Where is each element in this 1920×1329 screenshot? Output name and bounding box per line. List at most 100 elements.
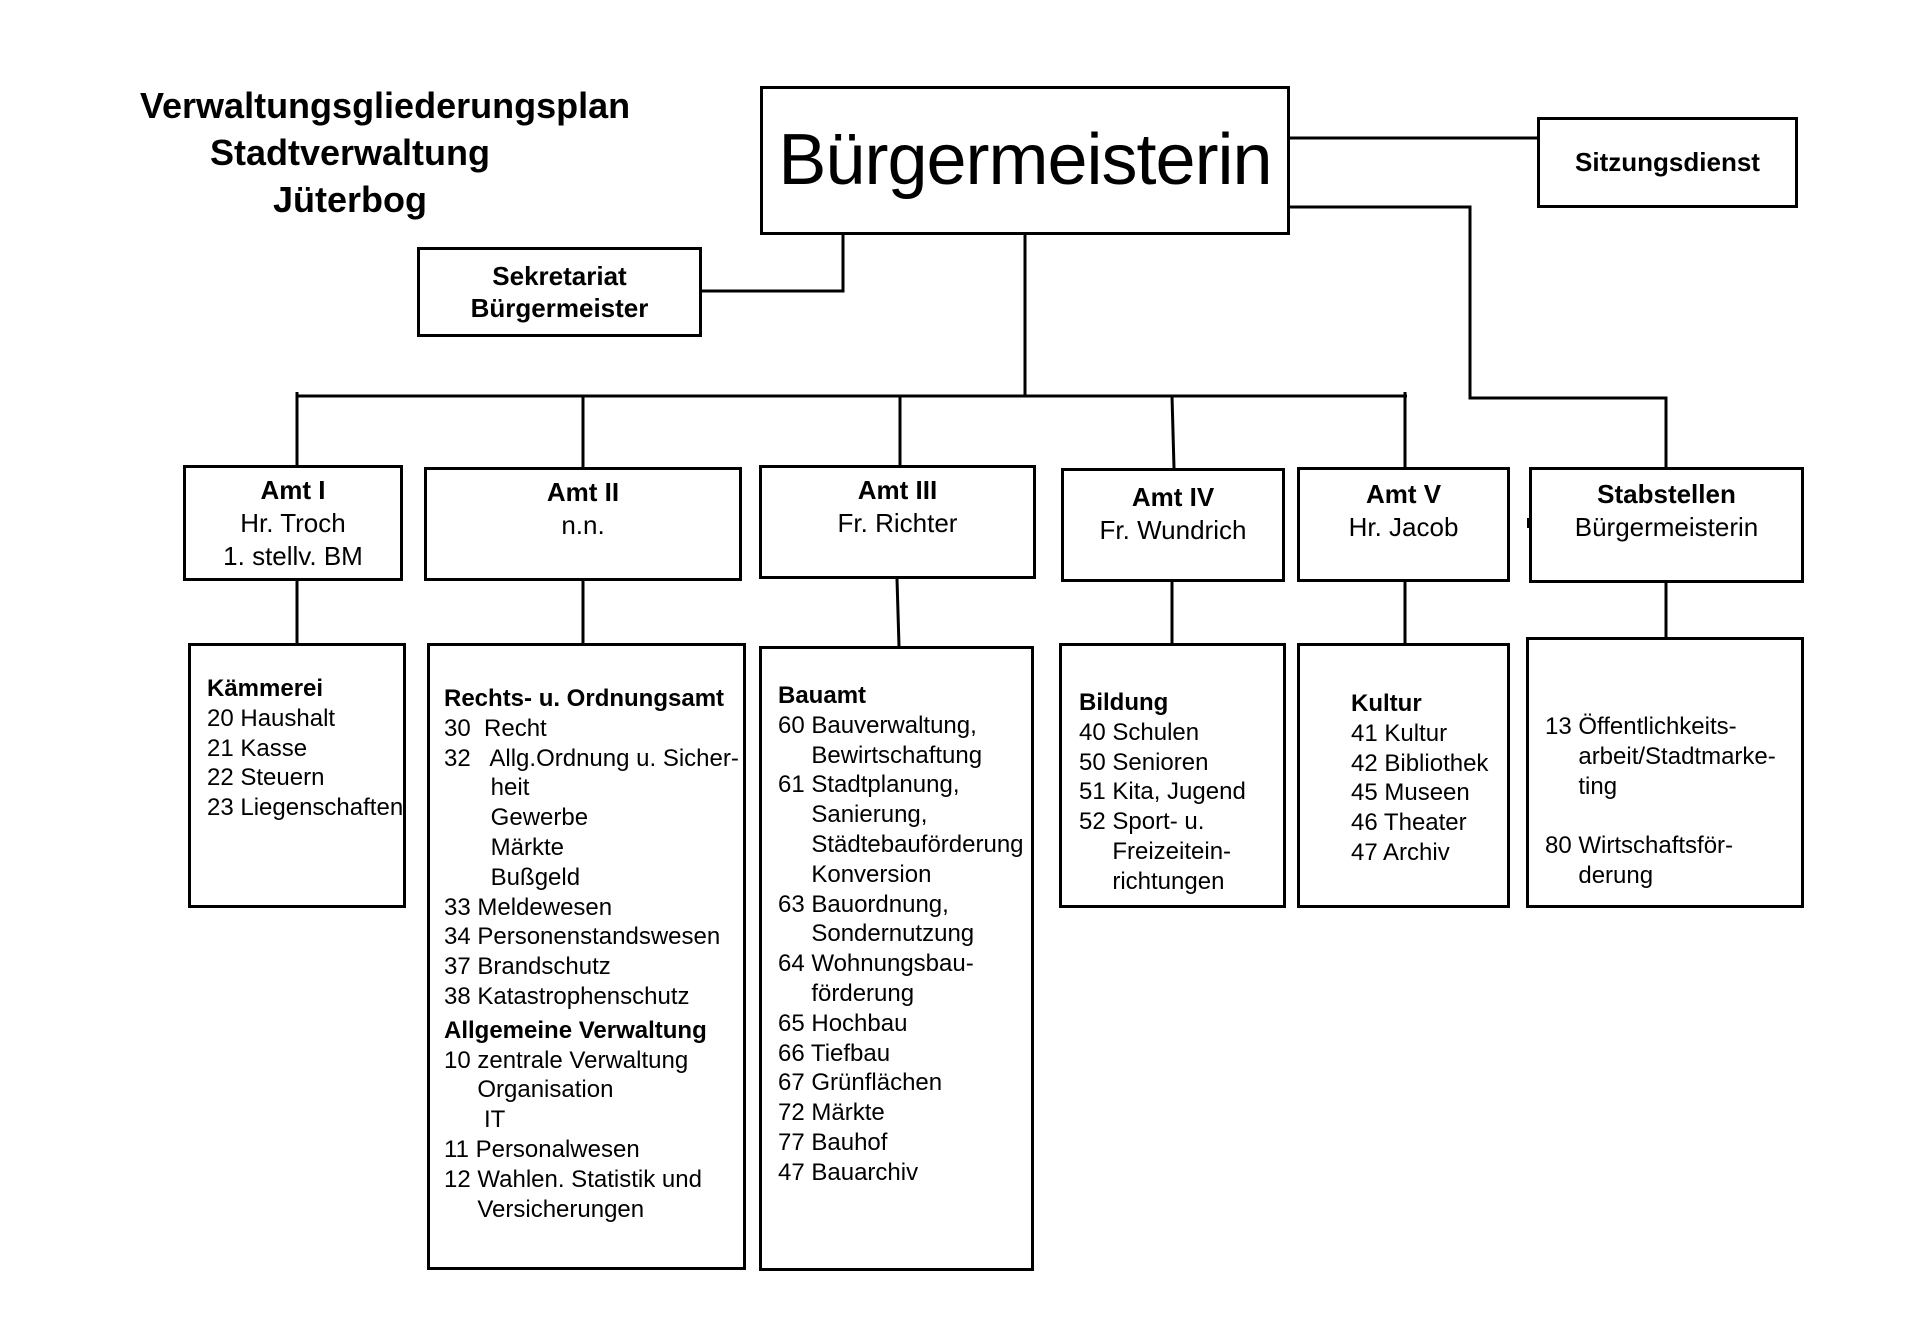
unit-item: 22 Steuern bbox=[207, 764, 325, 792]
unit-item: richtungen bbox=[1079, 867, 1225, 895]
unit-item: 67 Grünflächen bbox=[778, 1069, 943, 1097]
unit-item: Versicherungen bbox=[444, 1195, 645, 1223]
department-subtitle: Hr. Jacob bbox=[1348, 512, 1459, 542]
connector-mayor-staff bbox=[1289, 205, 1668, 467]
unit-item bbox=[1545, 801, 1776, 831]
department-subtitle: Fr. Richter bbox=[837, 508, 958, 538]
unit-item: 65 Hochbau bbox=[778, 1009, 908, 1037]
unit-item: arbeit/Stadtmarke- bbox=[1545, 742, 1776, 770]
unit-item: 51 Kita, Jugend bbox=[1079, 778, 1246, 806]
unit-item: 64 Wohnungsbau- bbox=[778, 950, 974, 978]
unit-item: ting bbox=[1545, 772, 1618, 800]
unit-heading: Bauamt bbox=[778, 682, 867, 709]
unit-item: Konversion bbox=[778, 860, 932, 888]
department-title: Amt IV bbox=[1131, 482, 1215, 512]
connector-drop-amt4 bbox=[1170, 395, 1176, 469]
unit-heading: Kämmerei bbox=[207, 675, 324, 702]
title-line-3: Jüterbog bbox=[272, 179, 427, 220]
unit-item: heit bbox=[444, 774, 530, 802]
unit-item: 11 Personalwesen bbox=[444, 1135, 640, 1163]
unit-item: Sanierung, bbox=[778, 801, 928, 829]
unit-item: 32 Allg.Ordnung u. Sicher- bbox=[444, 744, 739, 772]
unit-item: 66 Tiefbau bbox=[778, 1039, 891, 1067]
unit-item: 72 Märkte bbox=[778, 1099, 885, 1127]
unit-heading: Allgemeine Verwaltung bbox=[444, 1016, 707, 1044]
department-subtitle: Fr. Wundrich bbox=[1099, 515, 1247, 545]
unit-item: 21 Kasse bbox=[207, 734, 308, 762]
unit-heading: Rechts- u. Ordnungsamt bbox=[444, 685, 725, 712]
unit-item: 13 Öffentlichkeits- bbox=[1545, 713, 1737, 740]
unit-item: 80 Wirtschaftsför- bbox=[1545, 832, 1734, 860]
session-service-box: Sitzungsdienst bbox=[1537, 117, 1798, 208]
unit-item: derung bbox=[1545, 861, 1654, 889]
unit-item: Bewirtschaftung bbox=[778, 741, 983, 769]
unit-item: 45 Museen bbox=[1351, 779, 1470, 807]
unit-item: 52 Sport- u. bbox=[1079, 808, 1205, 836]
unit-item: 40 Schulen bbox=[1079, 718, 1200, 746]
unit-item: Organisation bbox=[444, 1076, 614, 1104]
unit-item: 38 Katastrophenschutz bbox=[444, 982, 690, 1010]
department-subtitle: n.n. bbox=[561, 510, 605, 540]
mayor-box: Bürgermeisterin bbox=[760, 86, 1290, 235]
chart-title: Verwaltungsgliederungsplan Stadtverwaltu… bbox=[140, 82, 630, 223]
unit-item: 60 Bauverwaltung, bbox=[778, 711, 977, 739]
unit-item: 63 Bauordnung, bbox=[778, 890, 949, 918]
unit-item: Sondernutzung bbox=[778, 920, 975, 948]
unit-item: IT bbox=[444, 1106, 506, 1134]
title-line-2: Stadtverwaltung bbox=[209, 132, 491, 173]
unit-item: 30 Recht bbox=[444, 714, 547, 742]
mayor-label: Bürgermeisterin bbox=[778, 120, 1272, 200]
unit-item: 41 Kultur bbox=[1351, 719, 1448, 747]
unit-item: 77 Bauhof bbox=[778, 1128, 888, 1156]
unit-item: 46 Theater bbox=[1351, 809, 1467, 837]
department-title: Amt V bbox=[1365, 479, 1442, 509]
connector-mayor-secretariat bbox=[700, 234, 845, 293]
secretariat-line-2: Bürgermeister bbox=[470, 293, 649, 323]
unit-item: Bußgeld bbox=[444, 863, 581, 891]
session-service-label: Sitzungsdienst bbox=[1575, 147, 1760, 177]
secretariat-box: Sekretariat Bürgermeister bbox=[417, 247, 702, 337]
department-subtitle: 1. stellv. BM bbox=[223, 541, 363, 571]
unit-heading: Bildung bbox=[1079, 689, 1169, 716]
connector-amt3-unit bbox=[895, 578, 901, 647]
unit-item: Märkte bbox=[444, 833, 565, 861]
unit-item: 47 Bauarchiv bbox=[778, 1158, 919, 1186]
department-title: Amt I bbox=[260, 475, 326, 505]
department-title: Amt III bbox=[857, 475, 938, 505]
unit-item: 47 Archiv bbox=[1351, 838, 1450, 866]
unit-item: 23 Liegenschaften bbox=[207, 794, 404, 822]
department-title: Stabstellen bbox=[1597, 479, 1736, 509]
unit-item: 50 Senioren bbox=[1079, 748, 1209, 776]
unit-item: 20 Haushalt bbox=[207, 704, 336, 732]
unit-box-stabstellen: 13 Öffentlichkeits- arbeit/Stadtmarke- t… bbox=[1526, 637, 1804, 908]
unit-item: 42 Bibliothek bbox=[1351, 749, 1489, 777]
unit-heading: Kultur bbox=[1351, 690, 1422, 717]
unit-item: Freizeitein- bbox=[1079, 837, 1232, 865]
unit-item: 12 Wahlen. Statistik und bbox=[444, 1165, 702, 1193]
unit-item: Städtebauförderung bbox=[778, 830, 1024, 858]
unit-item: 33 Meldewesen bbox=[444, 893, 613, 921]
unit-item: förderung bbox=[778, 979, 915, 1007]
unit-item: 10 zentrale Verwaltung bbox=[444, 1046, 689, 1074]
unit-item: 37 Brandschutz bbox=[444, 953, 611, 981]
connector-tick-mark bbox=[1527, 518, 1530, 528]
unit-item: 61 Stadtplanung, bbox=[778, 771, 960, 799]
unit-item: Gewerbe bbox=[444, 804, 589, 832]
